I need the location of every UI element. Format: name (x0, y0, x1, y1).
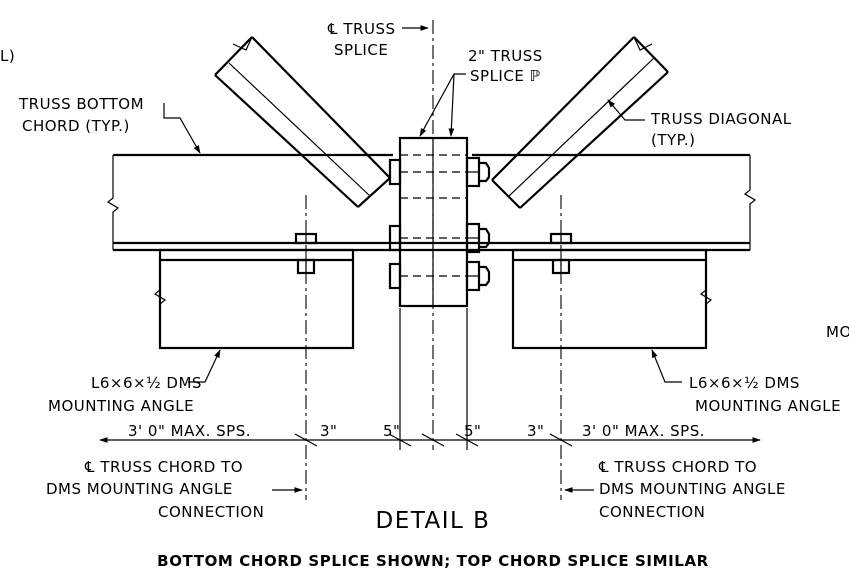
dim-label-6: 3' 0" MAX. SPS. (582, 422, 705, 440)
dim-label-4: 5" (464, 422, 481, 440)
edge-fragment-left: L) (0, 47, 15, 65)
dimension-string (99, 433, 761, 447)
dms-mounting-angle-left (153, 248, 355, 350)
leader-lines (163, 25, 682, 493)
dim-label-1: 3' 0" MAX. SPS. (128, 422, 251, 440)
bottom-chord-label-2: CHORD (TYP.) (22, 117, 130, 135)
left-angle-label-1: L6×6×½ DMS (91, 374, 202, 392)
diagonal-label-1: TRUSS DIAGONAL (650, 110, 792, 128)
detail-title: DETAIL B (376, 508, 491, 534)
left-angle-label-2: MOUNTING ANGLE (48, 397, 194, 415)
right-angle-label-2: MOUNTING ANGLE (695, 397, 841, 415)
cl-splice-label-1: ℄ TRUSS (327, 20, 396, 38)
left-cl-label-1: ℄ TRUSS CHORD TO (84, 458, 243, 476)
detail-note: BOTTOM CHORD SPLICE SHOWN; TOP CHORD SPL… (157, 552, 709, 570)
right-cl-label-3: CONNECTION (599, 503, 705, 521)
splice-plate-label-1: 2" TRUSS (468, 47, 543, 65)
dim-label-3: 5" (383, 422, 400, 440)
dim-label-2: 3" (320, 422, 337, 440)
right-cl-label-1: ℄ TRUSS CHORD TO (598, 458, 757, 476)
cl-splice-label-2: SPLICE (334, 41, 388, 59)
dim-label-5: 3" (527, 422, 544, 440)
truss-diagonal-right (491, 36, 669, 209)
right-angle-label-1: L6×6×½ DMS (689, 374, 800, 392)
diagonal-label-2: (TYP.) (651, 131, 696, 149)
left-cl-label-3: CONNECTION (158, 503, 264, 521)
right-cl-label-2: DMS MOUNTING ANGLE (599, 480, 786, 498)
splice-bolts (388, 156, 491, 292)
dms-mounting-angle-right (511, 248, 713, 350)
edge-fragment-right: MO (826, 323, 849, 341)
left-cl-label-2: DMS MOUNTING ANGLE (46, 480, 233, 498)
bottom-chord-label-1: TRUSS BOTTOM (18, 95, 144, 113)
splice-plate-label-2: SPLICE ℙ (470, 67, 541, 85)
centerlines (305, 20, 562, 500)
truss-diagonal-left (214, 36, 391, 208)
truss-bottom-chord (106, 153, 757, 252)
